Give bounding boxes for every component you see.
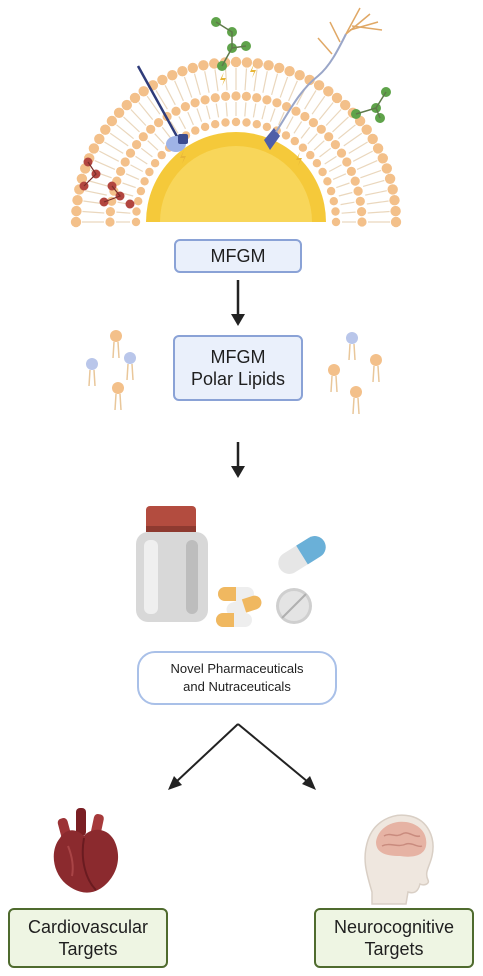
tablet-icon [276, 588, 312, 624]
lipid-molecules-icon [86, 330, 136, 411]
heart-icon [53, 808, 119, 893]
membrane-illustration [70, 7, 402, 228]
pill-bottle-icon [136, 506, 208, 622]
pharmaceuticals-box: Novel Pharmaceuticals and Nutraceuticals [137, 651, 337, 705]
pharmaceuticals-label-line2: and Nutraceuticals [183, 679, 291, 694]
arrow-mfgm-to-lipids [231, 280, 245, 326]
polar-lipids-label-line2: Polar Lipids [190, 369, 286, 389]
human-head-brain-icon [364, 814, 434, 905]
capsule-icon [216, 536, 326, 627]
polar-lipids-box: MFGM Polar Lipids [173, 335, 303, 401]
cardiovascular-label-line2: Targets [58, 939, 118, 959]
neurocognitive-box: Neurocognitive Targets [314, 908, 474, 968]
cardiovascular-label-line1: Cardiovascular [27, 917, 149, 937]
lipid-molecules-icon [328, 332, 382, 415]
polar-lipids-label-line1: MFGM [210, 347, 266, 367]
neurocognitive-label-line1: Neurocognitive [333, 917, 455, 937]
arrow-to-neuro [237, 723, 316, 790]
cardiovascular-box: Cardiovascular Targets [8, 908, 168, 968]
arrow-lipids-to-pharma [231, 442, 245, 478]
mfgm-label: MFGM [210, 245, 266, 266]
arrow-to-cardio [168, 723, 239, 790]
mfgm-box: MFGM [174, 239, 302, 273]
neurocognitive-label-line2: Targets [364, 939, 424, 959]
pharmaceuticals-label-line1: Novel Pharmaceuticals [170, 661, 304, 676]
